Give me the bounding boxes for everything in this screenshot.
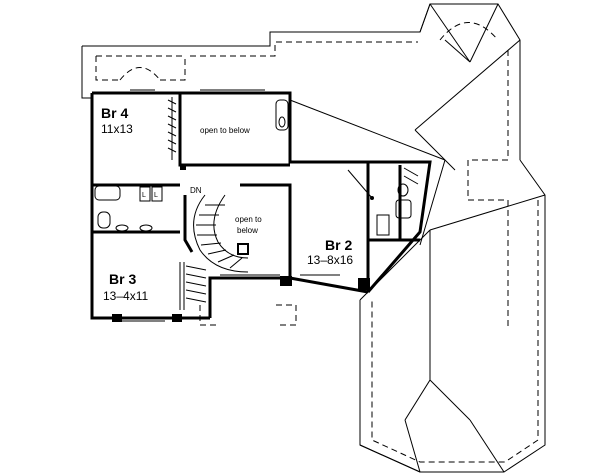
room-br2-dims: 13–8x16: [307, 253, 353, 267]
open-to-below-2-line2: below: [237, 226, 258, 235]
room-br4-name: Br 4: [101, 105, 128, 121]
room-br2-name: Br 2: [325, 237, 352, 253]
room-br3-dims: 13–4x11: [103, 289, 148, 303]
roof-outline: [81, 3, 546, 473]
room-br3-name: Br 3: [109, 271, 136, 287]
interior-details: [94, 89, 412, 322]
open-to-below-label: open to below: [200, 126, 250, 135]
linen-label-1: L: [142, 192, 146, 199]
room-br4-dims: 11x13: [101, 122, 133, 136]
closet-hatching: [167, 99, 419, 303]
stair-down-label: DN: [190, 186, 202, 195]
linen-label-2: L: [154, 192, 158, 199]
walls: [90, 91, 432, 320]
open-to-below-2-line1: open to: [235, 215, 262, 224]
dashed-outlines: [95, 22, 539, 463]
staircase: [183, 194, 249, 273]
posts: [112, 164, 374, 322]
